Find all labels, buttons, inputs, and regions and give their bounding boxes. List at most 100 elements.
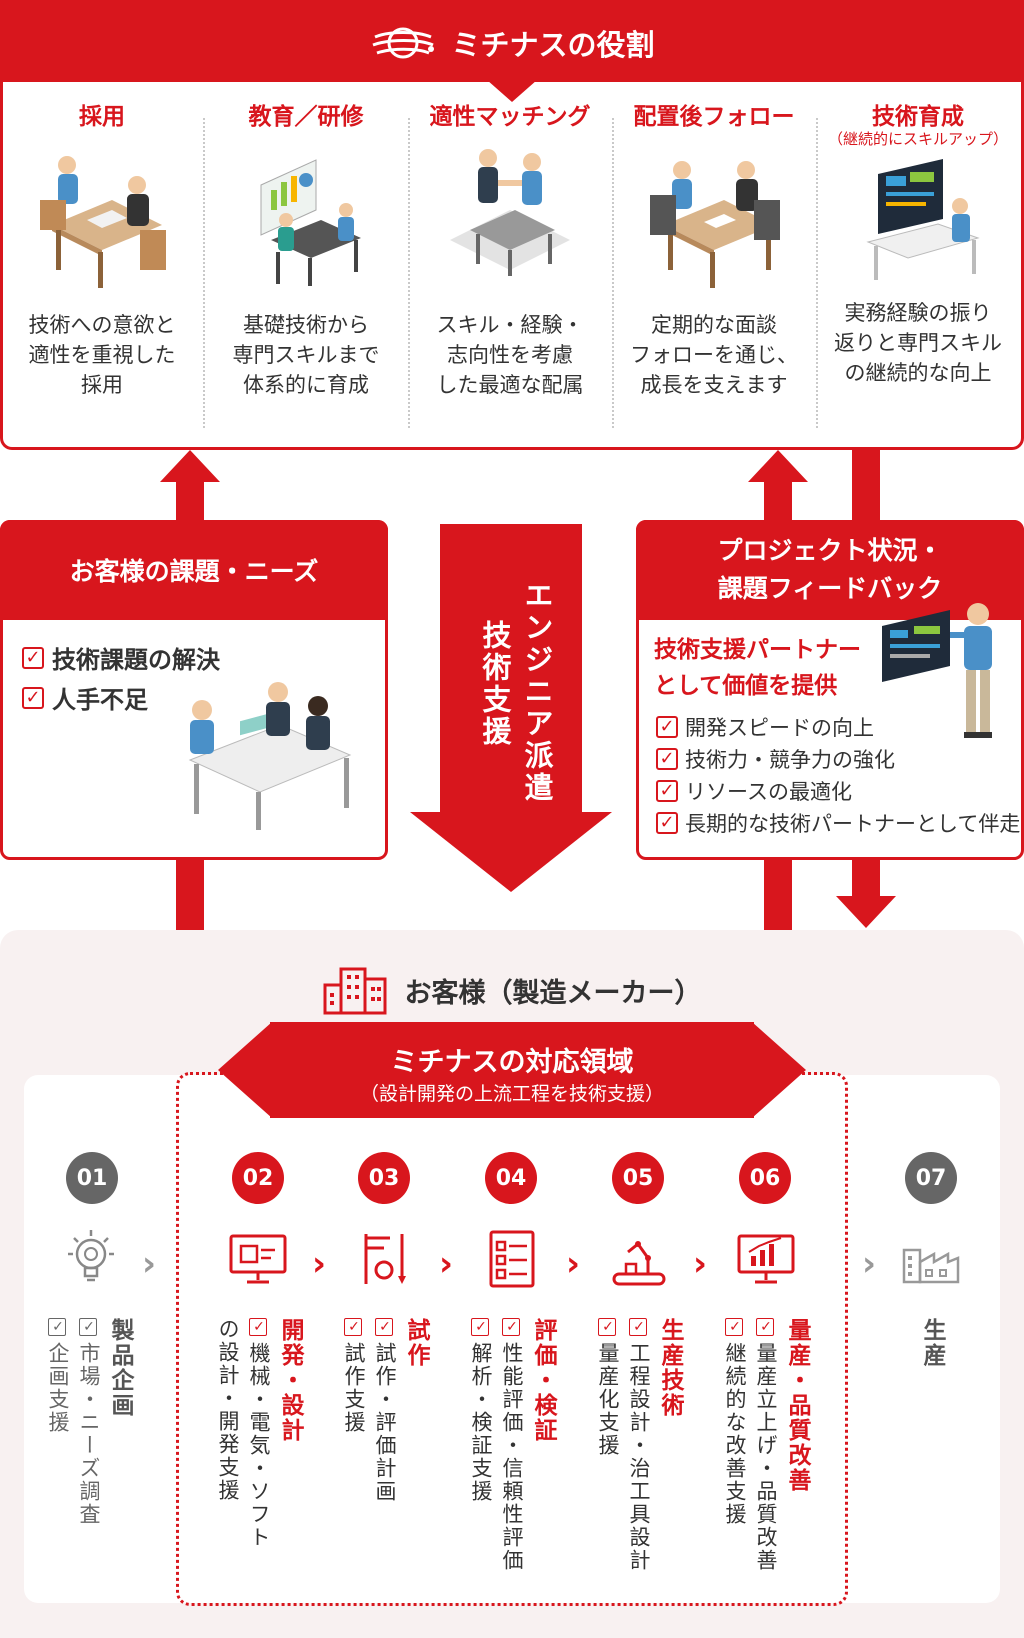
feedback-subtitle-line: として価値を提供 — [654, 673, 838, 699]
checklist-icon — [489, 1230, 535, 1288]
customer-title-text: お客様（製造メーカー） — [404, 977, 702, 1009]
step-number: 06 — [739, 1152, 791, 1204]
step-details-01: 製品企画 ✓市場・ニーズ調査 ✓企画支援 — [42, 1318, 135, 1526]
role-title: 配置後フォロー — [633, 104, 795, 130]
role-desc-line: フォローを通じ、 — [630, 343, 798, 367]
role-desc-line: 返りと専門スキル — [834, 331, 1002, 355]
training-illustration-icon — [260, 159, 361, 286]
roles-title-text: ミチナスの役割 — [451, 28, 655, 62]
step-details-04: 評価・検証 ✓性能評価・信頼性評価 ✓解析・検証支援 — [465, 1318, 558, 1572]
step-item-label: 量産化支援 — [596, 1342, 620, 1457]
feedback-subtitle-line: 技術支援パートナー — [654, 637, 861, 663]
chevron-right-icon: › — [142, 1244, 157, 1284]
feedback-item-label: 技術力・競争力の強化 — [685, 748, 895, 772]
support-label: 技術支援 — [478, 620, 512, 748]
role-subtitle: （継続的にスキルアップ） — [827, 130, 1008, 148]
step-item: ✓量産化支援 — [592, 1318, 623, 1572]
feedback-title-line: プロジェクト状況・ — [717, 536, 943, 565]
michinasu-logo-icon — [372, 27, 435, 59]
feedback-subtitle: 技術支援パートナー として価値を提供 — [654, 632, 861, 704]
needs-up-arrow-shaft — [176, 480, 204, 522]
scope-arrow-left-head — [218, 1022, 272, 1118]
checkbox-icon: ✓ — [22, 646, 44, 669]
dispatch-arrow-shaft — [440, 524, 582, 814]
role-desc-line: 専門スキルまで — [232, 343, 380, 367]
step-item: ✓性能評価・信頼性評価 — [496, 1318, 527, 1572]
role-column-matching: 適性マッチング スキル・経験・ 志向性を考慮 した最適な配属 — [408, 100, 612, 430]
step-item-label: 試作支援 — [342, 1342, 366, 1434]
needs-item: ✓ 技術課題の解決 — [22, 640, 220, 675]
feedback-item-label: 長期的な技術パートナーとして伴走 — [685, 812, 1021, 836]
role-description: スキル・経験・ 志向性を考慮 した最適な配属 — [408, 310, 612, 400]
roles-header-notch — [487, 80, 537, 102]
needs-item-label: 人手不足 — [52, 686, 148, 714]
step-details-07: 生産 — [916, 1318, 947, 1368]
support-down-shaft-lower — [852, 858, 880, 898]
feedback-title-line: 課題フィードバック — [717, 574, 943, 603]
role-desc-line: 成長を支えます — [640, 373, 788, 397]
checkbox-icon: ✓ — [656, 780, 678, 802]
checkbox-icon: ✓ — [344, 1318, 362, 1337]
checkbox-icon: ✓ — [756, 1318, 774, 1337]
role-title: 採用 — [79, 104, 125, 130]
step-number: 01 — [66, 1152, 118, 1204]
role-column-training: 教育／研修 基礎技術から 専門スキルまで 体系的に育成 — [204, 100, 408, 430]
role-desc-line: 採用 — [81, 373, 123, 397]
step-item: ✓解析・検証支援 — [465, 1318, 496, 1572]
step-details-03: 試作 ✓試作・評価計画 ✓試作支援 — [338, 1318, 431, 1503]
roles-header — [0, 0, 1024, 82]
chevron-right-icon: › — [566, 1244, 581, 1284]
interview-illustration-icon — [40, 156, 166, 288]
role-desc-line: した最適な配属 — [436, 373, 584, 397]
step-item-label: 量産立上げ・品質改善 — [754, 1342, 778, 1572]
role-desc-line: の継続的な向上 — [844, 361, 992, 385]
scope-subtitle: （設計開発の上流工程を技術支援） — [359, 1083, 664, 1105]
feedback-up-arrow-shaft — [764, 480, 792, 522]
step-item: ✓市場・ニーズ調査 — [73, 1318, 104, 1526]
chevron-right-icon: › — [312, 1244, 327, 1284]
quality-monitor-icon — [737, 1234, 795, 1284]
consultation-illustration-icon — [188, 682, 352, 830]
feedback-item: ✓ 技術力・競争力の強化 — [656, 744, 895, 774]
step-details-06: 量産・品質改善 ✓量産立上げ・品質改善 ✓継続的な改善支援 — [719, 1318, 812, 1572]
needs-item-label: 技術課題の解決 — [52, 646, 220, 674]
role-divider — [816, 118, 818, 428]
robot-arm-conveyor-icon — [612, 1241, 666, 1286]
step-details-05: 生産技術 ✓工程設計・治工具設計 ✓量産化支援 — [592, 1318, 685, 1572]
role-desc-line: スキル・経験・ — [436, 313, 584, 337]
checkbox-icon: ✓ — [22, 686, 44, 709]
lightbulb-idea-icon — [68, 1230, 114, 1282]
step-item-label: 機械・電気・ソフトの設計・開発支援 — [216, 1318, 271, 1549]
role-column-skillup: 技術育成 （継続的にスキルアップ） 実務経験の振り 返りと専門スキル の継続的な… — [816, 100, 1020, 430]
step-number: 04 — [485, 1152, 537, 1204]
needs-item: ✓ 人手不足 — [22, 680, 148, 715]
feedback-item: ✓ 長期的な技術パートナーとして伴走 — [656, 808, 1020, 838]
checkbox-icon: ✓ — [375, 1318, 393, 1337]
role-desc-line: 体系的に育成 — [243, 373, 369, 397]
role-column-recruit: 採用 技術への意欲と 適性を重視した 採用 — [0, 100, 204, 430]
checkbox-icon: ✓ — [79, 1318, 97, 1337]
caliper-gear-icon — [364, 1234, 406, 1284]
dispatch-label: エンジニア派遣 — [520, 580, 554, 804]
step-title: 生産 — [919, 1318, 945, 1368]
role-description: 実務経験の振り 返りと専門スキル の継続的な向上 — [816, 298, 1020, 388]
checkbox-icon: ✓ — [249, 1318, 267, 1337]
role-description: 定期的な面談 フォローを通じ、 成長を支えます — [612, 310, 816, 400]
role-title: 教育／研修 — [248, 104, 364, 130]
step-item: ✓ 試作支援 — [338, 1318, 369, 1503]
role-divider — [203, 118, 205, 428]
roles-header-title: ミチナスの役割 — [0, 22, 1024, 64]
chevron-right-icon: › — [693, 1244, 708, 1284]
step-item: ✓ 量産立上げ・品質改善 — [750, 1318, 781, 1572]
step-item: ✓機械・電気・ソフトの設計・開発支援 — [212, 1318, 274, 1558]
role-desc-line: 基礎技術から — [243, 313, 369, 337]
meeting-illustration-icon — [650, 161, 780, 288]
scope-arrow-right-head — [752, 1022, 806, 1118]
step-item-label: 試作・評価計画 — [373, 1342, 397, 1503]
support-down-arrowhead — [836, 896, 896, 928]
role-desc-line: 志向性を考慮 — [447, 343, 573, 367]
feedback-item: ✓ リソースの最適化 — [656, 776, 852, 806]
feedback-item-label: 開発スピードの向上 — [685, 716, 874, 740]
step-item-label: 工程設計・治工具設計 — [627, 1342, 651, 1572]
checkbox-icon: ✓ — [725, 1318, 743, 1337]
